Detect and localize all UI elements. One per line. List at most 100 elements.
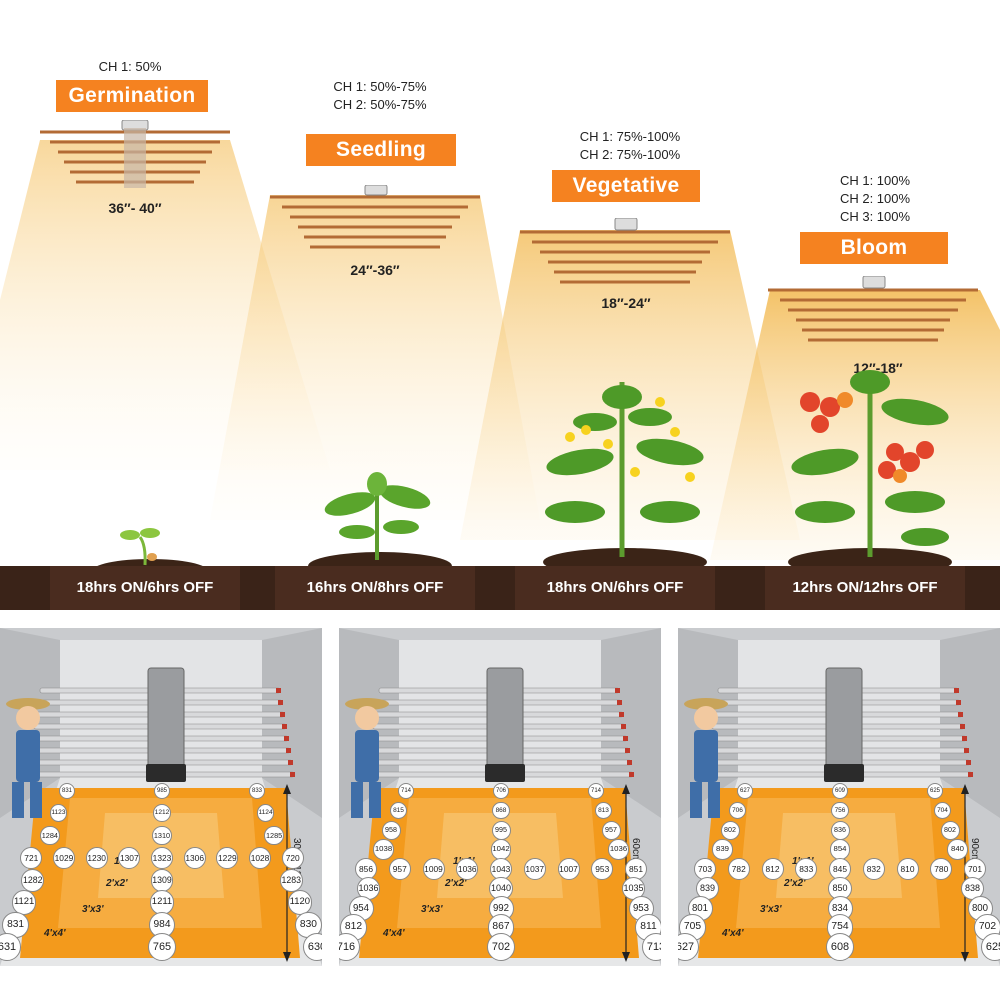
light-schedule-vegetative: 18hrs ON/6hrs OFF [515,566,715,610]
ppfd-value: 627 [737,783,753,799]
coverage-area-label: 4'x4' [383,928,405,939]
stage-badge-bloom: Bloom [800,232,948,264]
hanging-distance-seedling: 24″-36″ [350,262,400,278]
coverage-area-label: 3'x3' [82,904,104,915]
ppfd-value: 1036 [608,839,629,860]
ppfd-value: 839 [712,839,733,860]
ppfd-value: 1009 [422,858,445,880]
ppfd-value: 782 [727,858,750,880]
ppfd-value: 1284 [40,825,60,846]
channel-settings-vegetative: CH 1: 75%-100% CH 2: 75%-100% [555,128,705,164]
seedling-plant-illustration [308,472,452,572]
ppfd-value: 854 [829,839,851,860]
ppfd-value: 957 [388,858,411,880]
coverage-area-label: 2'x2' [445,878,467,889]
grow-light-fixture-bloom [768,276,978,342]
light-schedule-bloom: 12hrs ON/12hrs OFF [765,566,965,610]
ppfd-map-room-1: 30cm/12"1'x1'2'x2'3'x3'4'x4'831985833112… [0,628,322,966]
channel-line: CH 1: 100% [839,173,911,188]
ppfd-value: 802 [720,820,740,840]
ppfd-value: 714 [588,783,604,799]
bloom-plant-illustration [788,370,952,572]
ppfd-value: 868 [492,801,510,820]
hanging-distance-germination: 36″- 40″ [108,200,162,216]
ppfd-value: 831 [59,783,75,799]
ppfd-value: 1230 [85,846,108,869]
ppfd-value: 1042 [490,839,512,860]
ppfd-value: 1309 [150,868,174,892]
ppfd-value: 780 [930,858,953,880]
ppfd-value: 830 [295,911,322,938]
ppfd-value: 850 [828,876,852,901]
ppfd-value: 833 [249,783,265,799]
ppfd-value: 1037 [523,858,546,880]
hanging-distance-vegetative: 18″-24″ [601,295,651,311]
ppfd-value: 1029 [52,846,75,869]
ppfd-value: 1283 [279,868,303,892]
grow-light-fixture-vegetative [520,218,730,284]
ppfd-value: 706 [493,783,509,799]
ppfd-value: 813 [594,801,613,820]
channel-settings-seedling: CH 1: 50%-75% CH 2: 50%-75% [310,78,450,114]
ppfd-value: 832 [862,858,885,880]
ppfd-value: 627 [678,933,699,961]
ppfd-value: 608 [826,933,854,961]
ppfd-value: 833 [795,858,818,880]
ppfd-value: 625 [927,783,943,799]
light-schedule-germination: 18hrs ON/6hrs OFF [50,566,240,610]
ppfd-value: 802 [940,820,960,840]
ppfd-value: 958 [381,820,401,840]
ppfd-value: 856 [355,858,377,880]
coverage-area-label: 2'x2' [784,878,806,889]
coverage-area-label: 3'x3' [760,904,782,915]
channel-settings-bloom: CH 1: 100% CH 2: 100% CH 3: 100% [815,172,935,226]
ppfd-value: 631 [0,933,21,961]
ppfd-value: 815 [389,801,408,820]
ppfd-map-room-3: 90cm/36"1'x1'2'x2'3'x3'4'x4'627609625706… [678,628,1000,966]
ppfd-value: 713 [642,933,661,961]
ppfd-value: 630 [303,933,322,961]
ppfd-value: 701 [964,858,986,880]
ppfd-value: 716 [339,933,360,961]
coverage-area-label: 4'x4' [722,928,744,939]
coverage-area-label: 4'x4' [44,928,66,939]
stage-badge-vegetative: Vegetative [552,170,700,202]
ppfd-value: 1310 [152,825,172,846]
ppfd-value: 609 [832,783,848,799]
ppfd-value: 1123 [49,804,68,823]
vegetative-plant-illustration [543,382,707,572]
channel-line: CH 2: 50%-75% [333,97,427,112]
channel-line: CH 1: 50%-75% [333,79,427,94]
ppfd-value: 1036 [456,858,479,880]
ppfd-value: 702 [487,933,515,961]
ppfd-value: 1028 [249,846,272,869]
ppfd-value: 625 [981,933,1000,961]
ppfd-value: 1306 [183,846,206,869]
ppfd-value: 953 [591,858,614,880]
coverage-area-label: 2'x2' [106,878,128,889]
ppfd-value: 1121 [11,890,37,915]
ppfd-value: 756 [831,801,849,820]
ppfd-value: 1307 [118,846,141,869]
ppfd-value: 810 [896,858,919,880]
ppfd-value: 1007 [557,858,580,880]
ppfd-value: 957 [601,820,621,840]
ppfd-value: 765 [148,933,176,961]
grow-light-fixture-seedling [270,185,480,249]
ppfd-value: 812 [761,858,784,880]
ppfd-value: 1282 [21,868,45,892]
ppfd-value: 706 [728,801,747,820]
channel-line: CH 1: 50% [98,59,162,74]
grow-light-fixture-germination [40,120,230,188]
growth-stage-panel: CH 1: 50% CH 1: 50%-75% CH 2: 50%-75% CH… [0,59,1000,610]
ppfd-value: 1124 [256,804,275,823]
channel-line: CH 2: 100% [839,191,911,206]
stage-badge-germination: Germination [56,80,208,112]
ppfd-value: 985 [154,783,170,799]
ppfd-value: 836 [830,820,850,840]
ppfd-value: 1212 [153,804,171,823]
channel-line: CH 2: 75%-100% [579,147,681,162]
coverage-area-label: 3'x3' [421,904,443,915]
ppfd-value: 840 [947,839,968,860]
channel-line: CH 1: 75%-100% [579,129,681,144]
